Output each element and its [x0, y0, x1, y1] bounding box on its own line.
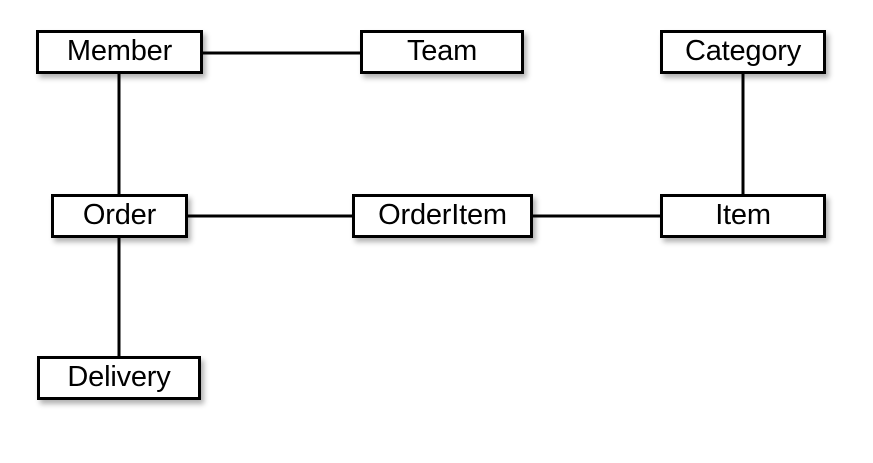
- entity-label: Delivery: [67, 360, 171, 393]
- entity-label: Item: [715, 198, 771, 231]
- entity-label: Category: [684, 34, 802, 67]
- entity-node-order[interactable]: Order: [51, 194, 188, 238]
- entity-node-delivery[interactable]: Delivery: [37, 356, 201, 400]
- entity-node-team[interactable]: Team: [360, 30, 524, 74]
- entity-node-member[interactable]: Member: [36, 30, 203, 74]
- entity-label: OrderItem: [378, 198, 507, 231]
- entity-node-item[interactable]: Item: [660, 194, 826, 238]
- entity-node-category[interactable]: Category: [660, 30, 826, 74]
- entity-label: Order: [82, 198, 157, 231]
- entity-label: Member: [66, 34, 173, 67]
- entity-node-orderitem[interactable]: OrderItem: [352, 194, 533, 238]
- entity-label: Team: [406, 34, 478, 67]
